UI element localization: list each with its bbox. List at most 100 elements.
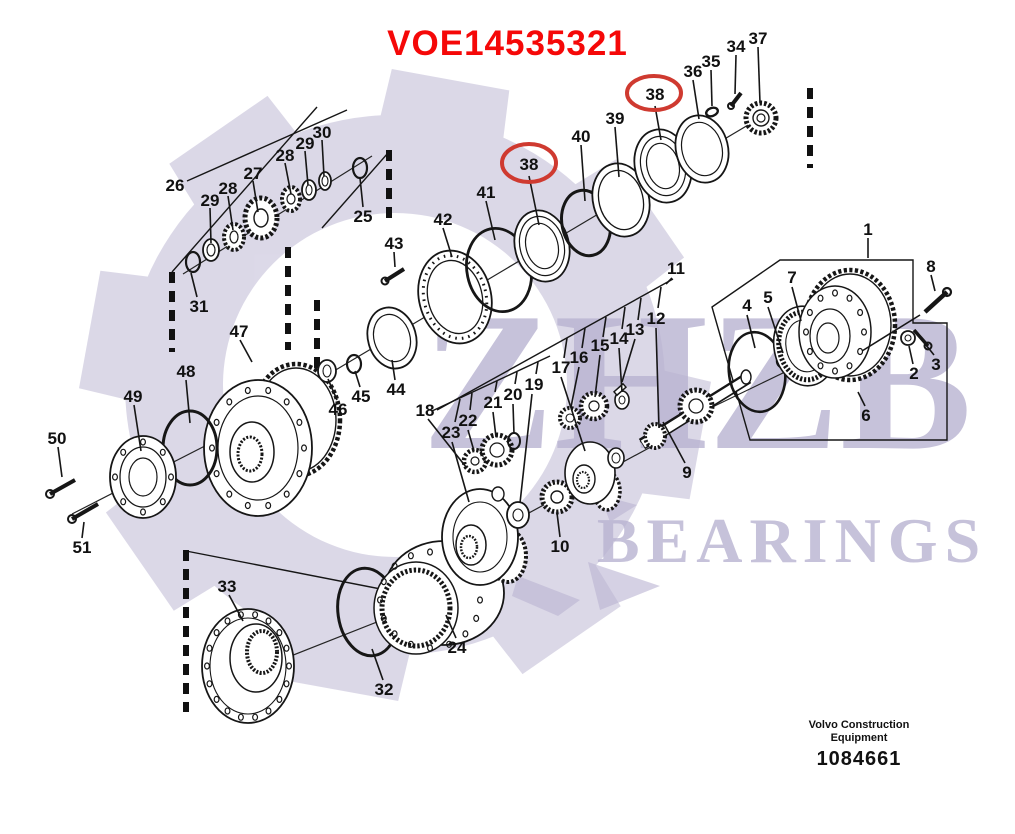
bolt-hole bbox=[473, 614, 480, 623]
bolt-hole bbox=[283, 398, 290, 406]
leader-line bbox=[442, 227, 453, 258]
bolt-hole bbox=[226, 398, 233, 406]
callout-23: 23 bbox=[442, 423, 461, 442]
leader-line bbox=[570, 366, 580, 408]
watermark-brand-word: BEARINGS bbox=[597, 505, 987, 576]
footer-company-line2: Equipment bbox=[830, 732, 888, 744]
planet-carrier-17-group bbox=[558, 382, 630, 512]
bolt-hole bbox=[244, 501, 251, 510]
callout-18: 18 bbox=[416, 401, 435, 420]
bolt-hole bbox=[857, 308, 864, 317]
bolt-hole bbox=[226, 490, 233, 498]
bolt-hole bbox=[120, 448, 127, 456]
group-1-outline-box bbox=[711, 259, 948, 441]
leader-line bbox=[710, 69, 713, 107]
sun-gear-shaft-9 bbox=[638, 369, 752, 450]
callout-15: 15 bbox=[591, 336, 610, 355]
footer-company-line1: Volvo Construction bbox=[808, 719, 910, 731]
callout-3: 3 bbox=[931, 355, 940, 374]
bolt-hole bbox=[120, 498, 127, 506]
bolt-hole bbox=[204, 662, 211, 670]
leader-line bbox=[252, 180, 259, 213]
bolt-hole bbox=[817, 294, 824, 302]
leader-line bbox=[692, 79, 700, 120]
leader-line bbox=[594, 354, 601, 398]
bolt-hole bbox=[806, 347, 813, 356]
callout-5: 5 bbox=[763, 288, 772, 307]
callout-28: 28 bbox=[219, 179, 238, 198]
coupling-gear-37 bbox=[743, 100, 779, 136]
bolt-hole bbox=[209, 444, 216, 452]
bolt-hole bbox=[446, 640, 453, 648]
callout-44: 44 bbox=[387, 380, 406, 399]
bolt-hole bbox=[301, 444, 308, 452]
gear-fragment bbox=[588, 562, 660, 610]
highlight-circle-38 bbox=[500, 142, 558, 184]
callout-29: 29 bbox=[201, 191, 220, 210]
bolt-hole bbox=[224, 617, 231, 625]
leader-line bbox=[190, 272, 198, 298]
bolt-hole bbox=[252, 611, 259, 619]
gear-tooth bbox=[169, 95, 301, 210]
bolt-hole bbox=[168, 473, 175, 481]
callout-33: 33 bbox=[218, 577, 237, 596]
leader-line bbox=[621, 306, 626, 330]
callout-13: 13 bbox=[626, 320, 645, 339]
leader-lines bbox=[57, 46, 936, 681]
callout-9: 9 bbox=[682, 463, 691, 482]
callout-19: 19 bbox=[525, 375, 544, 394]
callout-45: 45 bbox=[352, 387, 371, 406]
leader-line bbox=[239, 339, 253, 363]
bolt-hole bbox=[462, 630, 469, 638]
gear-fragment bbox=[512, 576, 580, 616]
callout-34: 34 bbox=[727, 37, 746, 56]
leader-line bbox=[485, 200, 496, 241]
callout-37: 37 bbox=[749, 29, 768, 48]
bolt-hole bbox=[159, 498, 166, 506]
leader-line bbox=[371, 648, 384, 681]
leader-line bbox=[767, 306, 784, 354]
callout-10: 10 bbox=[551, 537, 570, 556]
leader-line bbox=[925, 344, 935, 356]
hub-group-32-33 bbox=[201, 566, 400, 724]
leader-line bbox=[445, 614, 457, 639]
leader-line bbox=[354, 370, 361, 388]
leader-line bbox=[528, 175, 540, 226]
bolt-hole bbox=[846, 362, 853, 370]
bolt-hole bbox=[296, 418, 303, 426]
screw-43 bbox=[380, 267, 406, 286]
leader-line bbox=[637, 297, 642, 321]
leader-line bbox=[563, 337, 568, 359]
callout-16: 16 bbox=[570, 348, 589, 367]
bolt-hole bbox=[286, 662, 293, 670]
callout-7: 7 bbox=[787, 268, 796, 287]
callout-51: 51 bbox=[73, 538, 92, 557]
callout-6: 6 bbox=[861, 406, 870, 425]
bolt-hole bbox=[296, 470, 303, 478]
leader-line bbox=[304, 150, 309, 186]
leader-line bbox=[930, 274, 936, 292]
bolt-hole bbox=[860, 328, 867, 336]
callout-26: 26 bbox=[166, 176, 185, 195]
seal-ring-row-36-44 bbox=[366, 91, 779, 370]
leader-line bbox=[467, 429, 475, 452]
callout-4: 4 bbox=[742, 296, 752, 315]
leader-line bbox=[209, 207, 212, 244]
leader-line bbox=[655, 327, 660, 429]
bolt-hole bbox=[206, 644, 213, 652]
callout-39: 39 bbox=[606, 109, 625, 128]
bolt-hole bbox=[206, 680, 213, 688]
leader-line bbox=[560, 376, 586, 452]
cover-group-48-51 bbox=[45, 353, 363, 524]
gear-tooth bbox=[489, 560, 621, 675]
leader-line bbox=[602, 316, 607, 338]
leader-line bbox=[427, 418, 467, 468]
callout-43: 43 bbox=[385, 234, 404, 253]
gear-tooth bbox=[280, 626, 411, 701]
bolt-hole bbox=[213, 628, 220, 637]
leader-line bbox=[519, 393, 533, 504]
callout-50: 50 bbox=[48, 429, 67, 448]
bolt-hole bbox=[213, 470, 220, 478]
callout-27: 27 bbox=[244, 164, 263, 183]
